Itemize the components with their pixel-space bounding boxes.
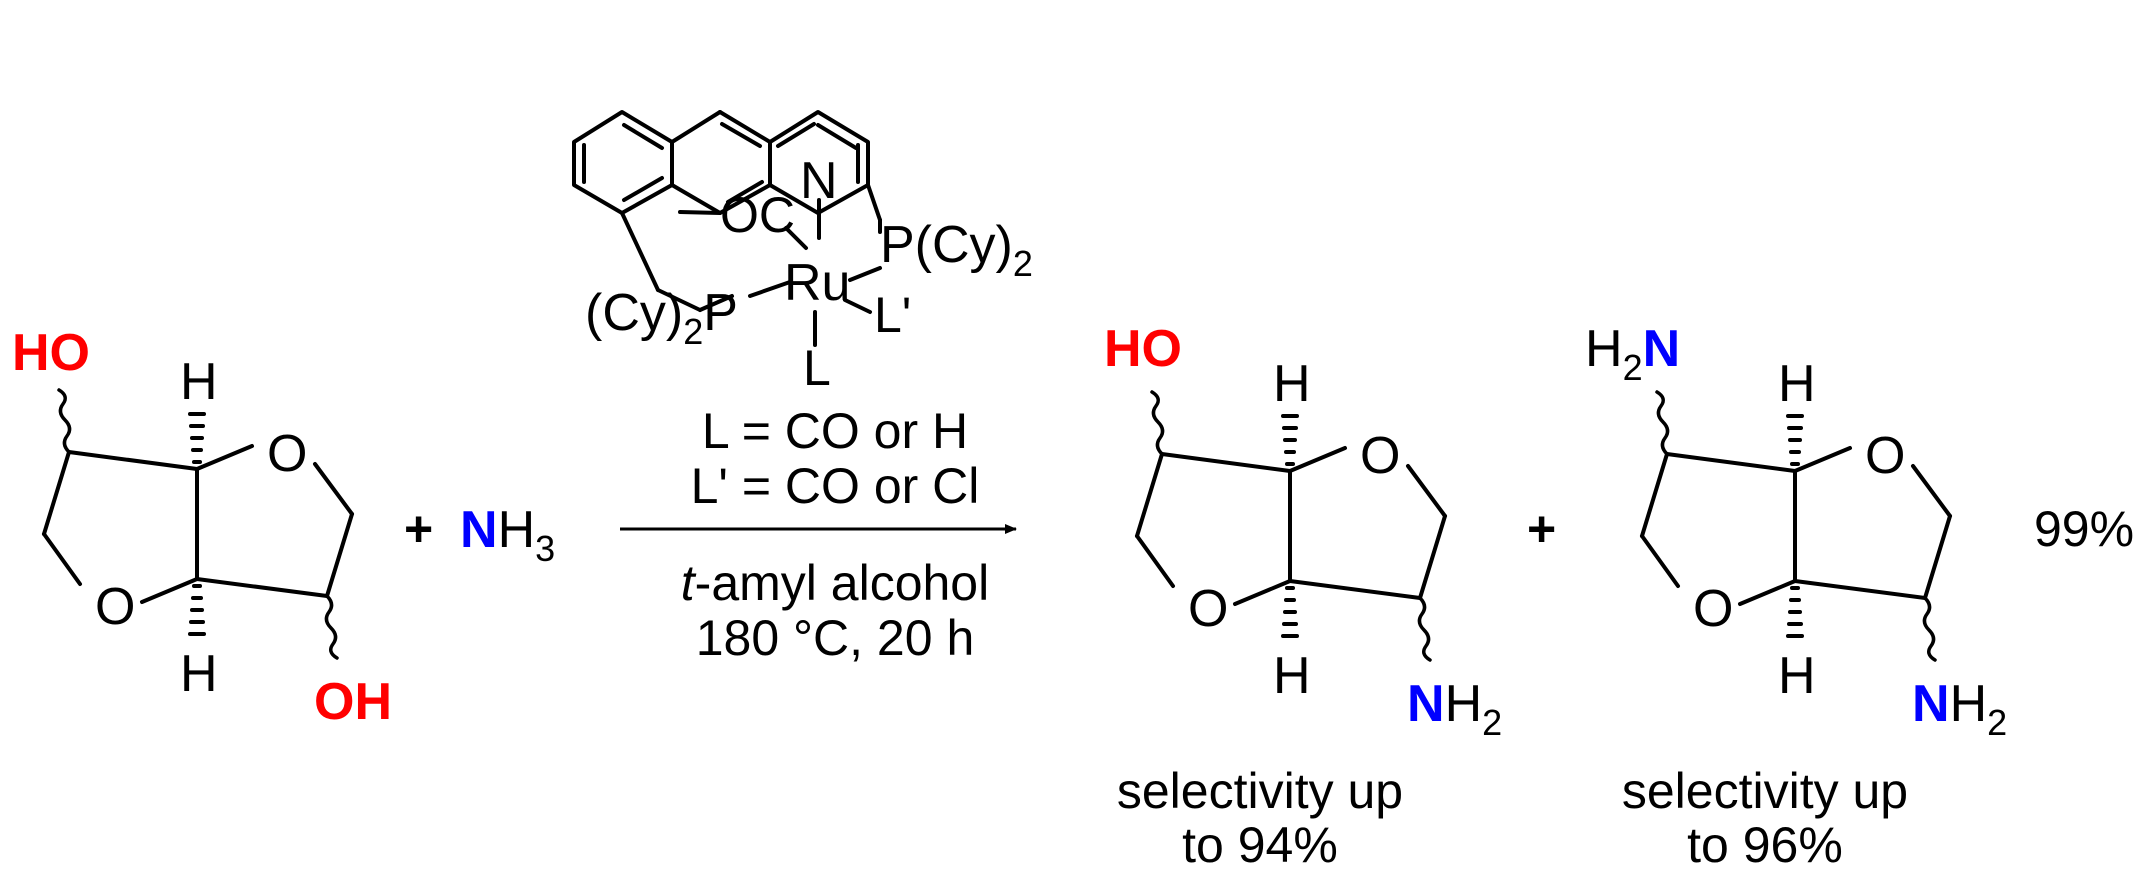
reactant-isosorbide: O O H H HO OH (12, 324, 392, 731)
hashed-bond-bottom (1786, 586, 1804, 638)
selectivity-product-2-line2: to 96% (1687, 817, 1843, 873)
ligand-l: L (803, 340, 831, 396)
hydroxyl-top: HO (12, 324, 90, 382)
bridge-hydrogen-top: H (180, 353, 218, 411)
ring-oxygen-upper: O (1360, 427, 1400, 485)
bridge-hydrogen-top: H (1273, 355, 1311, 413)
condition-ligand-l-prime: L' = CO or Cl (691, 458, 980, 514)
catalyst-nitrogen: N (800, 152, 838, 210)
phosphine-left: (Cy)2P (585, 284, 738, 352)
hydroxyl-bottom: OH (314, 673, 392, 731)
wavy-bond-top (57, 388, 72, 454)
hashed-bond-bottom (188, 584, 206, 636)
hashed-bond-top (1786, 414, 1804, 466)
bridge-hydrogen-bottom: H (1273, 647, 1311, 705)
ring-oxygen-lower: O (95, 578, 135, 636)
wavy-bond-bottom (1417, 596, 1432, 662)
plus-sign-2: + (1527, 501, 1556, 557)
ring-oxygen-upper: O (1865, 427, 1905, 485)
ruthenium-pincer-catalyst: N OC Ru P(Cy)2 (Cy)2P L' L (572, 110, 1033, 396)
ring-oxygen-lower: O (1693, 580, 1733, 638)
selectivity-product-2-line1: selectivity up (1622, 763, 1908, 819)
wavy-bond-bottom (324, 594, 339, 660)
ring-oxygen-lower: O (1188, 580, 1228, 638)
wavy-bond-bottom (1922, 596, 1937, 662)
selectivity-product-1-line2: to 94% (1182, 817, 1338, 873)
phosphine-right: P(Cy)2 (880, 216, 1033, 284)
hashed-bond-top (1281, 414, 1299, 466)
wavy-bond-top (1150, 390, 1165, 456)
catalyst-carbonyl: OC (720, 187, 795, 243)
hydroxyl-group: HO (1104, 320, 1182, 378)
bridge-hydrogen-top: H (1778, 355, 1816, 413)
condition-solvent: t-amyl alcohol (681, 555, 989, 611)
ammonia: NH3 (460, 501, 555, 569)
ligand-l-prime: L' (874, 287, 911, 343)
ruthenium-center: Ru (784, 254, 850, 312)
bridge-hydrogen-bottom: H (180, 645, 218, 703)
product-amino-alcohol: O O H H HO NH2 (1104, 320, 1502, 743)
plus-sign-1: + (404, 501, 433, 557)
amine-group-top: H2N (1585, 320, 1680, 388)
hashed-bond-bottom (1281, 586, 1299, 638)
ring-oxygen-upper: O (267, 425, 307, 483)
condition-ligand-l: L = CO or H (702, 403, 968, 459)
amine-group-bottom: NH2 (1912, 675, 2007, 743)
amine-group: NH2 (1407, 675, 1502, 743)
selectivity-product-1-line1: selectivity up (1117, 763, 1403, 819)
bridge-hydrogen-bottom: H (1778, 647, 1816, 705)
wavy-bond-top (1655, 390, 1670, 456)
overall-yield: 99% (2034, 501, 2134, 557)
hashed-bond-top (188, 412, 206, 464)
product-diamine: O O H H H2N NH2 (1585, 320, 2007, 743)
condition-temp-time: 180 °C, 20 h (696, 610, 975, 666)
